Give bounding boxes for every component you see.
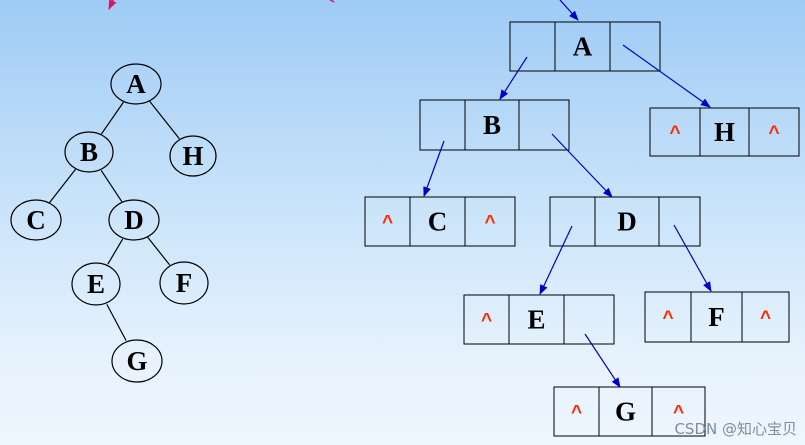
list-node-label: D [617, 207, 637, 237]
tree-node-circle [111, 339, 163, 383]
list-node-frame [364, 196, 516, 247]
null-right-pointer: ^ [768, 123, 779, 144]
tree-nodes: A B H C D E F G [10, 63, 217, 383]
decorative-arrows [108, 0, 335, 10]
null-right-pointer: ^ [760, 308, 771, 329]
tree-node-d: D [108, 199, 160, 241]
list-node-label: C [428, 207, 448, 237]
magenta-arrow-right [329, 0, 335, 3]
tree-node-circle [64, 131, 114, 173]
tree-edge-d-f [147, 236, 171, 266]
list-node-frame [509, 21, 661, 72]
pointer-e-to-g [584, 333, 621, 388]
list-node-h: H ^ ^ [649, 107, 800, 157]
null-left-pointer: ^ [571, 403, 582, 424]
tree-node-b: B [64, 131, 114, 173]
list-node-g: G ^ ^ [553, 386, 706, 437]
root-pointer-arrow [559, 0, 579, 21]
pointer-d-to-f [673, 224, 712, 292]
list-node-c: C ^ ^ [364, 196, 516, 247]
tree-node-h: H [169, 135, 217, 177]
tree-edge-b-c [49, 168, 76, 204]
list-node-label: B [483, 110, 501, 140]
list-node-label: E [527, 305, 545, 335]
tree-node-e: E [71, 262, 121, 306]
linked-list-pointers [423, 0, 712, 388]
list-node-label: F [708, 302, 725, 332]
tree-node-circle [71, 262, 121, 306]
null-left-pointer: ^ [662, 308, 673, 329]
tree-node-circle [169, 135, 217, 177]
list-node-label: G [615, 397, 636, 427]
magenta-arrow-left [108, 0, 117, 10]
null-left-pointer: ^ [382, 213, 393, 234]
list-node-label: H [714, 117, 735, 147]
null-right-pointer: ^ [484, 213, 495, 234]
pointer-a-to-h [622, 44, 711, 108]
pointer-b-to-d [551, 133, 613, 198]
list-node-frame [463, 294, 615, 345]
pointer-b-to-c [423, 140, 445, 197]
list-node-frame [549, 196, 701, 247]
tree-node-label: A [126, 69, 146, 99]
tree-node-f: F [159, 261, 209, 305]
tree-edge-a-b [101, 101, 124, 135]
watermark: CSDN @知心宝贝 [674, 420, 797, 438]
list-node-a: A [509, 21, 661, 72]
tree-edge-a-h [149, 100, 180, 140]
null-left-pointer: ^ [669, 123, 680, 144]
null-right-pointer: ^ [673, 403, 684, 424]
tree-node-circle [110, 63, 162, 105]
pointer-d-to-e [539, 225, 573, 295]
tree-node-label: E [87, 269, 105, 299]
list-node-label: A [573, 32, 593, 62]
tree-node-c: C [10, 199, 62, 241]
tree-node-label: G [126, 346, 147, 376]
tree-edge-e-g [106, 304, 127, 341]
list-node-d: D [549, 196, 701, 247]
tree-node-circle [159, 261, 209, 305]
pointer-a-to-b [499, 56, 528, 100]
list-node-frame [644, 291, 790, 343]
list-node-frame [553, 386, 706, 437]
tree-edges [49, 100, 180, 341]
tree-node-circle [108, 199, 160, 241]
tree-node-label: H [182, 141, 203, 171]
tree-node-circle [10, 199, 62, 241]
list-node-frame [649, 107, 800, 157]
tree-node-label: F [176, 268, 193, 298]
tree-node-g: G [111, 339, 163, 383]
list-node-e: E^ [463, 294, 615, 345]
tree-edge-b-d [100, 170, 123, 202]
list-node-f: F ^ ^ [644, 291, 790, 343]
tree-node-label: B [80, 137, 98, 167]
null-left-pointer: ^ [481, 311, 492, 332]
tree-node-a: A [110, 63, 162, 105]
tree-node-label: D [124, 205, 144, 235]
tree-edge-d-e [107, 238, 124, 265]
list-node-b: B [419, 99, 570, 151]
tree-node-label: C [26, 205, 46, 235]
list-node-frame [419, 99, 570, 151]
